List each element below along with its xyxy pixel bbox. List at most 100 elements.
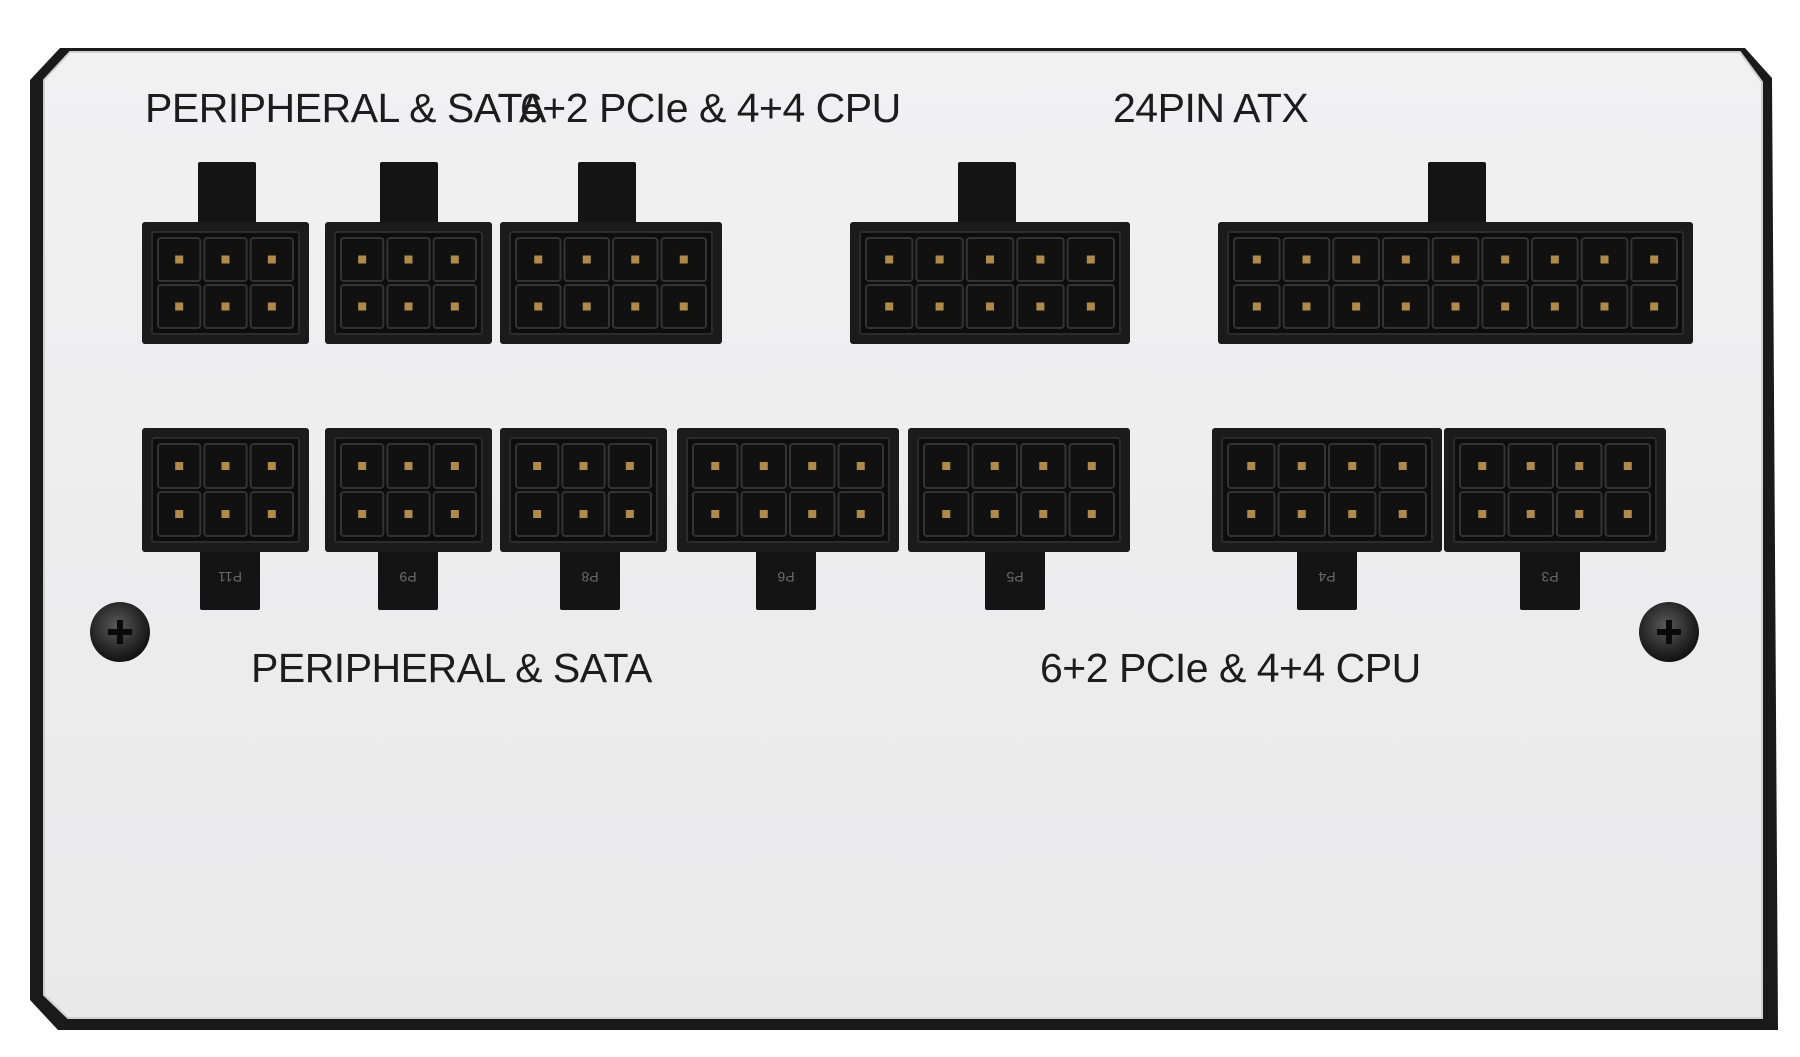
pin-contact <box>1575 510 1584 518</box>
port-tag: P9 <box>399 569 416 585</box>
pin-contact <box>1087 510 1096 518</box>
pin-contact <box>1501 255 1510 264</box>
latch-tab <box>1297 548 1357 610</box>
pin-contact <box>1086 302 1095 311</box>
pin-contact <box>986 255 994 264</box>
latch-tab <box>200 548 260 610</box>
pin-contact <box>1401 255 1410 264</box>
pin-contact <box>175 462 184 470</box>
connector-p9: P9 <box>325 428 492 610</box>
pin-contact <box>1086 255 1095 264</box>
pin-contact <box>534 255 543 264</box>
pin-contact <box>582 255 591 264</box>
pin-contact <box>1600 302 1609 311</box>
connector-peripheral-sata-top <box>142 162 309 344</box>
pin-contact <box>450 462 459 470</box>
label-top-atx: 24PIN ATX <box>1113 85 1309 131</box>
latch-tab <box>198 162 256 226</box>
pin-contact <box>1501 302 1510 311</box>
pin-contact <box>1352 255 1361 264</box>
pin-contact <box>221 302 230 311</box>
pin-contact <box>1036 255 1045 264</box>
pin-contact <box>1247 462 1256 470</box>
pin-contact <box>450 255 459 264</box>
latch-tab <box>560 548 620 610</box>
pin-contact <box>358 302 367 311</box>
pin-contact <box>1247 510 1256 518</box>
pin-contact <box>404 462 413 470</box>
pin-contact <box>808 462 817 470</box>
screw-left <box>90 602 150 662</box>
pin-contact <box>582 302 591 311</box>
pin-contact <box>534 302 543 311</box>
pin-contact <box>1650 255 1659 264</box>
port-tag: P4 <box>1318 569 1335 585</box>
pin-contact <box>267 302 276 311</box>
pin-contact <box>625 462 634 470</box>
pin-contact <box>1650 302 1659 311</box>
pin-contact <box>990 510 999 518</box>
pin-contact <box>631 255 640 264</box>
pin-contact <box>1575 462 1584 470</box>
latch-tab <box>1428 162 1486 226</box>
pin-contact <box>1398 462 1407 470</box>
pin-contact <box>175 302 184 311</box>
pin-contact <box>404 302 413 311</box>
pin-contact <box>1401 302 1410 311</box>
pin-contact <box>1039 510 1048 518</box>
connector-pcie-cpu-top <box>500 162 722 344</box>
pin-contact <box>267 462 276 470</box>
pin-contact <box>221 462 230 470</box>
pin-contact <box>1087 462 1096 470</box>
pin-contact <box>221 510 230 518</box>
pin-contact <box>1623 462 1632 470</box>
pin-contact <box>935 302 944 311</box>
pin-contact <box>935 255 944 264</box>
pin-contact <box>1478 462 1487 470</box>
port-tag: P8 <box>581 569 598 585</box>
pin-contact <box>175 510 184 518</box>
pin-contact <box>1348 510 1357 518</box>
pin-contact <box>579 462 588 470</box>
pin-contact <box>221 255 230 264</box>
pin-contact <box>856 462 865 470</box>
port-tag: P3 <box>1541 569 1558 585</box>
connector-atx-10pin <box>850 162 1130 344</box>
latch-tab <box>380 162 438 226</box>
connector-p6: P6 <box>677 428 899 610</box>
pin-contact <box>679 302 688 311</box>
pin-contact <box>579 510 588 518</box>
label-top-pcie-cpu: 6+2 PCIe & 4+4 CPU <box>520 85 901 131</box>
pin-contact <box>1451 255 1460 264</box>
pin-contact <box>631 302 640 311</box>
pin-contact <box>404 255 413 264</box>
connector-peripheral-sata-top-2 <box>325 162 492 344</box>
pin-contact <box>679 255 688 264</box>
port-tag: P11 <box>218 569 242 585</box>
pin-contact <box>267 510 276 518</box>
pin-contact <box>1623 510 1632 518</box>
pin-contact <box>1352 302 1361 311</box>
pin-contact <box>1550 255 1559 264</box>
pin-contact <box>404 510 413 518</box>
pin-contact <box>533 462 542 470</box>
port-tag: P5 <box>1006 569 1023 585</box>
label-bottom-peripheral-sata: PERIPHERAL & SATA <box>251 645 652 691</box>
pin-contact <box>856 510 865 518</box>
pin-contact <box>711 462 720 470</box>
port-tag: P6 <box>777 569 794 585</box>
pin-contact <box>759 462 768 470</box>
pin-contact <box>1526 462 1535 470</box>
pin-contact <box>533 510 542 518</box>
pin-contact <box>885 255 894 264</box>
pin-contact <box>358 510 367 518</box>
pin-contact <box>1398 510 1407 518</box>
pin-contact <box>1526 510 1535 518</box>
connector-p5: P5 <box>908 428 1130 610</box>
pin-contact <box>942 510 951 518</box>
pin-contact <box>358 462 367 470</box>
pin-contact <box>1036 302 1045 311</box>
label-bottom-pcie-cpu: 6+2 PCIe & 4+4 CPU <box>1040 645 1421 691</box>
pin-contact <box>175 255 184 264</box>
